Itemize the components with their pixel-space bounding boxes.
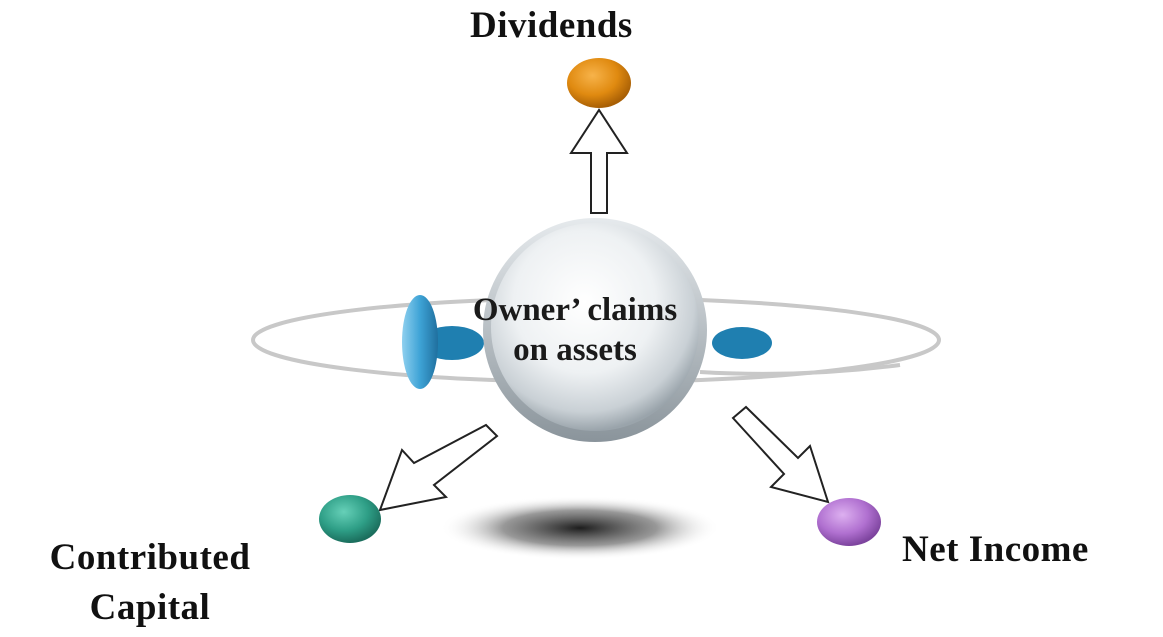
center-label: Owner’ claims on assets	[472, 292, 678, 368]
center-sphere-face	[491, 223, 699, 431]
contributed-capital-node	[319, 495, 381, 543]
blue-lens	[402, 295, 438, 389]
floor-shadow	[440, 496, 720, 560]
dividends-label: Dividends	[470, 5, 633, 46]
blue-band-right	[712, 327, 772, 359]
contributed-capital-label: Contributed Capital	[49, 537, 251, 628]
arrow-to-contributed-capital	[378, 423, 499, 512]
arrow-to-dividends	[569, 108, 629, 214]
net-income-label: Net Income	[902, 529, 1089, 570]
orbit-ring-front	[699, 363, 901, 376]
dividends-node	[567, 58, 631, 108]
net-income-node	[817, 498, 881, 546]
arrow-to-net-income	[731, 405, 830, 504]
